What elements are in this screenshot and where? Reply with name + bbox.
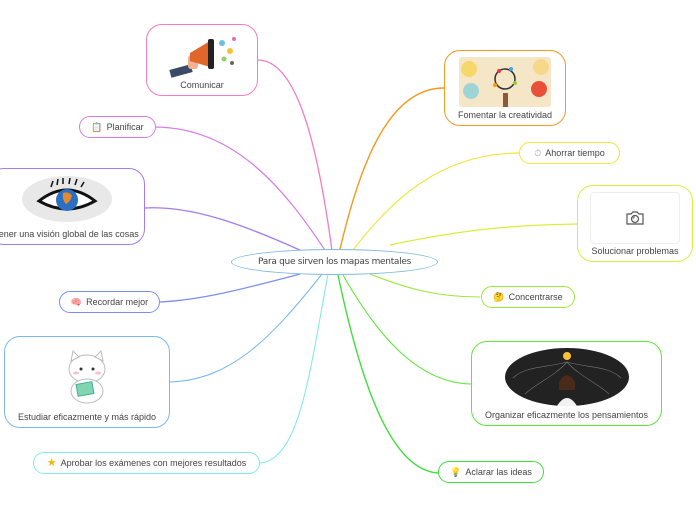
node-organizar[interactable]: Organizar eficazmente los pensamientos [471, 341, 662, 426]
link-recordar [159, 273, 301, 303]
link-creatividad [337, 87, 445, 259]
node-creatividad-label: Fomentar la creatividad [457, 110, 553, 120]
link-estudiar [169, 273, 323, 383]
brain-icon: 🧠 [70, 296, 83, 307]
clipboard-icon: 📋 [91, 121, 103, 132]
node-aclarar-label: Aclarar las ideas [465, 467, 532, 477]
link-organizar [342, 274, 472, 385]
node-aclarar[interactable]: 💡 Aclarar las ideas [438, 461, 544, 483]
image-placeholder [590, 192, 680, 244]
camera-placeholder-icon [626, 211, 644, 225]
cat-reading-image [68, 349, 106, 404]
link-concentrarse [369, 273, 481, 298]
megaphone-image [169, 37, 236, 78]
link-planificar [155, 126, 331, 259]
central-topic[interactable]: Para que sirven los mapas mentales [231, 249, 438, 275]
link-aclarar [337, 274, 439, 474]
creativity-lightbulb-image [459, 57, 551, 107]
node-comunicar[interactable]: Comunicar [146, 24, 258, 96]
stopwatch-icon: ⏱ [534, 147, 542, 158]
node-organizar-label: Organizar eficazmente los pensamientos [484, 410, 649, 420]
central-topic-label: Para que sirven los mapas mentales [258, 257, 411, 267]
link-aprobar [259, 273, 329, 464]
node-comunicar-label: Comunicar [180, 80, 224, 90]
link-comunicar [257, 59, 334, 259]
node-ahorrar-label: Ahorrar tiempo [545, 148, 605, 158]
node-concentrarse-label: Concentrarse [508, 292, 563, 302]
node-concentrarse[interactable]: 🤔 Concentrarse [481, 286, 575, 308]
node-creatividad[interactable]: Fomentar la creatividad [444, 50, 566, 126]
node-recordar[interactable]: 🧠 Recordar mejor [59, 291, 160, 313]
node-estudiar[interactable]: Estudiar eficazmente y más rápido [4, 336, 170, 428]
link-solucionar [389, 223, 578, 246]
node-planificar[interactable]: 📋 Planificar [79, 116, 156, 138]
node-estudiar-label: Estudiar eficazmente y más rápido [17, 412, 157, 422]
node-aprobar-label: Aprobar los exámenes con mejores resulta… [60, 458, 247, 468]
node-vision[interactable]: Tener una visión global de las cosas [0, 168, 145, 245]
thinking-face-icon: 🤔 [493, 291, 505, 302]
star-icon: ★ [46, 456, 57, 469]
node-solucionar[interactable]: Solucionar problemas [577, 185, 693, 262]
lightbulb-icon: 💡 [450, 466, 462, 477]
node-ahorrar[interactable]: ⏱ Ahorrar tiempo [519, 142, 620, 164]
node-recordar-label: Recordar mejor [86, 297, 149, 307]
node-vision-label: Tener una visión global de las cosas [0, 229, 139, 239]
node-solucionar-label: Solucionar problemas [591, 246, 679, 256]
woman-thinking-image [504, 348, 629, 406]
node-planificar-label: Planificar [106, 122, 144, 132]
node-aprobar[interactable]: ★ Aprobar los exámenes con mejores resul… [33, 452, 260, 474]
link-ahorrar [346, 152, 521, 259]
eye-globe-image [21, 176, 112, 222]
